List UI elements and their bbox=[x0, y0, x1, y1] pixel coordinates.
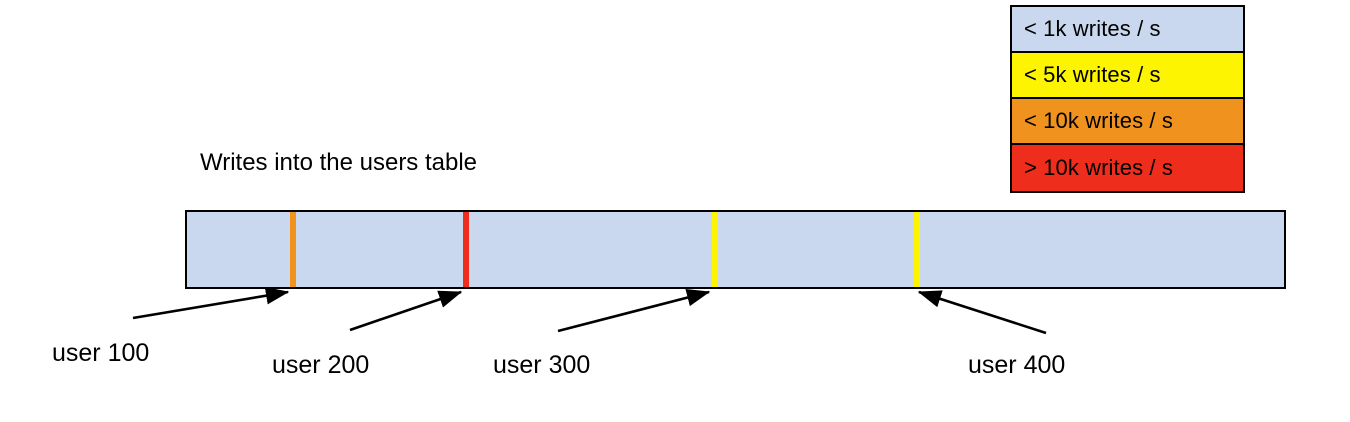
users-table-bar bbox=[185, 210, 1286, 289]
annotation-label-user-400: user 400 bbox=[968, 351, 1066, 379]
annotation-label-user-200: user 200 bbox=[272, 351, 370, 379]
legend-entry-under-10k: < 10k writes / s bbox=[1012, 99, 1243, 145]
legend-entry-over-10k: > 10k writes / s bbox=[1012, 145, 1243, 191]
legend-entry-under-1k: < 1k writes / s bbox=[1012, 7, 1243, 53]
arrow-user-200 bbox=[349, 290, 463, 332]
annotation-label-user-100: user 100 bbox=[52, 339, 150, 367]
legend-entry-label: > 10k writes / s bbox=[1024, 155, 1173, 180]
legend-entry-label: < 10k writes / s bbox=[1024, 108, 1173, 133]
legend-entry-label: < 5k writes / s bbox=[1024, 62, 1161, 87]
legend-entry-label: < 1k writes / s bbox=[1024, 16, 1161, 41]
legend-entry-under-5k: < 5k writes / s bbox=[1012, 53, 1243, 99]
annotation-label-user-300: user 300 bbox=[493, 351, 591, 379]
arrow-user-400 bbox=[917, 290, 1047, 335]
arrow-user-300 bbox=[557, 288, 711, 333]
bar-stripe-user-200 bbox=[463, 212, 469, 287]
bar-stripe-user-400 bbox=[914, 212, 920, 287]
legend: < 1k writes / s < 5k writes / s < 10k wr… bbox=[1010, 5, 1245, 193]
bar-stripe-user-300 bbox=[712, 212, 718, 287]
chart-title: Writes into the users table bbox=[200, 149, 478, 176]
bar-stripe-user-100 bbox=[290, 212, 296, 287]
arrow-user-100 bbox=[132, 286, 290, 320]
